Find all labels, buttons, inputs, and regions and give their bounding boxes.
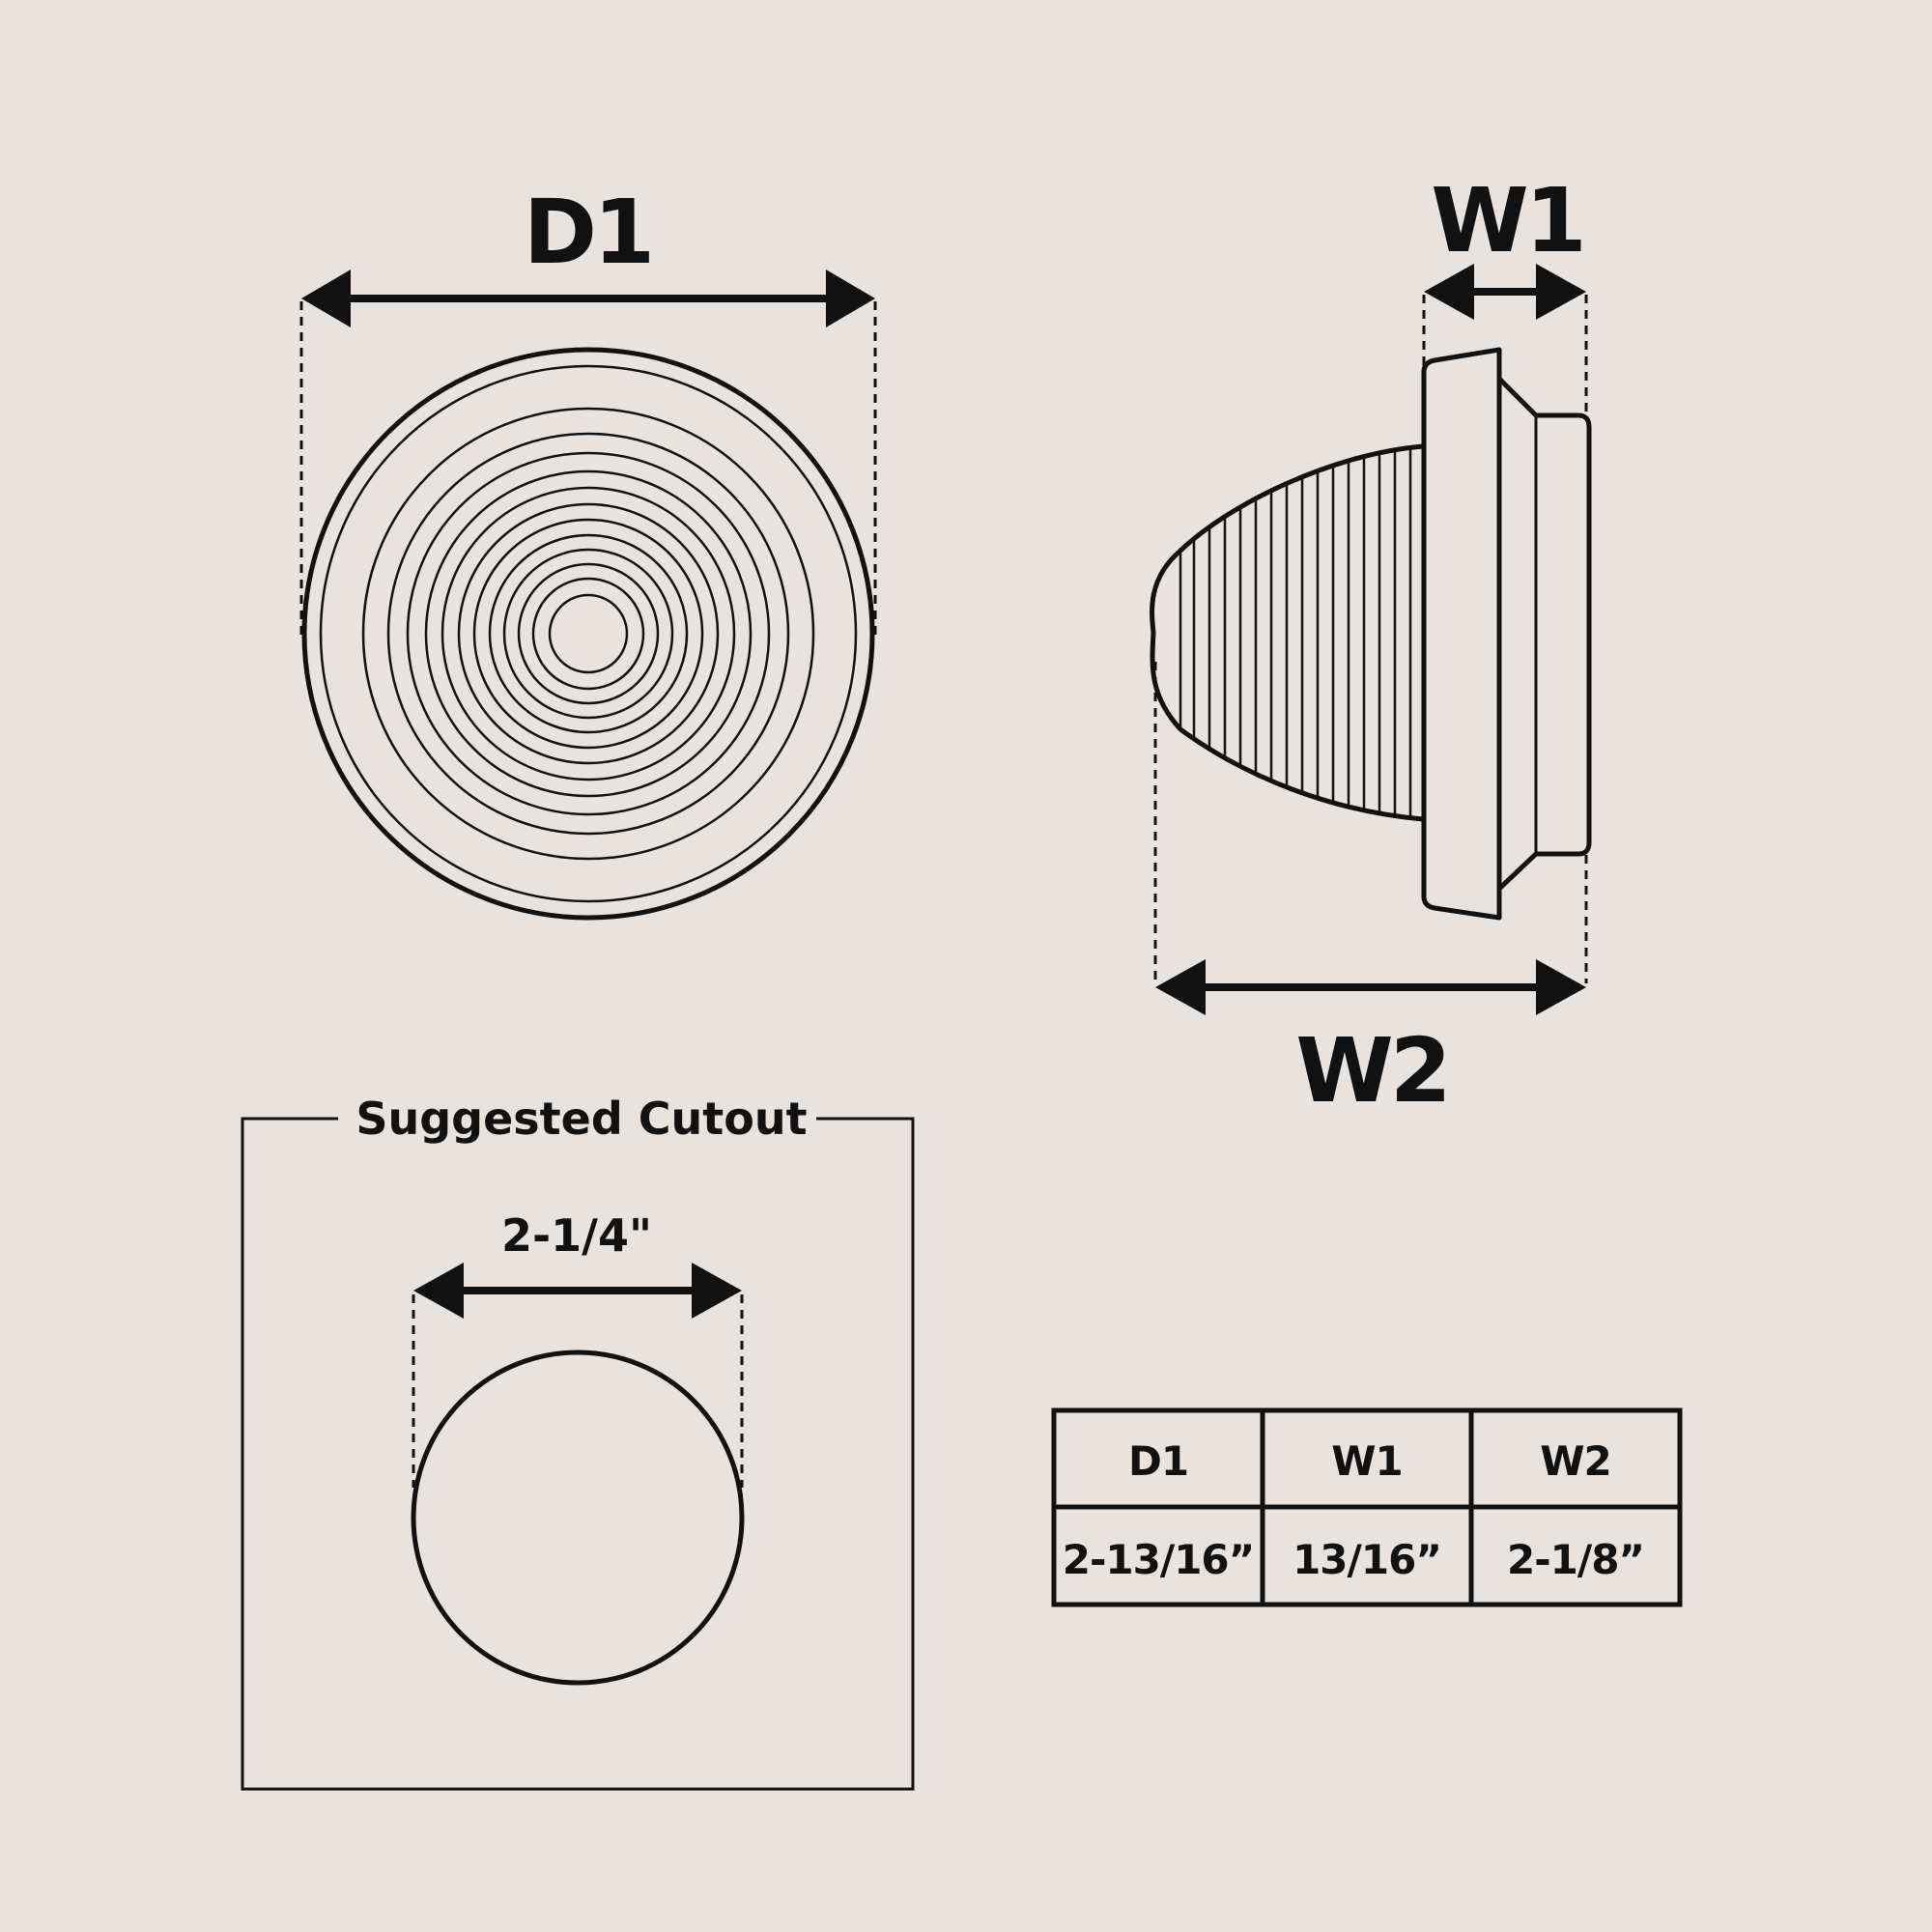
cutout-title: Suggested Cutout	[355, 1093, 807, 1145]
table-value-d1: 2-13/16”	[1063, 1536, 1255, 1583]
lens-circles	[301, 347, 875, 921]
cutout-frame	[241, 1117, 915, 1791]
reflector-dome	[1150, 443, 1424, 822]
front-extension-lines	[299, 301, 877, 638]
table-header-d1: D1	[1128, 1437, 1188, 1485]
table-header-w1: W1	[1331, 1437, 1403, 1485]
cutout-dimension-arrow	[413, 1263, 742, 1319]
table-value-w2: 2-1/8”	[1507, 1536, 1644, 1583]
table-header-w2: W2	[1540, 1437, 1611, 1485]
lamp-flange	[1421, 347, 1502, 921]
cutout-circle	[411, 1350, 745, 1686]
side-top-dimension-arrow	[1424, 264, 1586, 320]
cutout-extension-lines	[412, 1294, 744, 1488]
spec-table: D1 W1 W2 2-13/16” 13/16” 2-1/8”	[1051, 1407, 1683, 1607]
side-bottom-dimension-arrow	[1155, 959, 1586, 1015]
cutout-dimension-label: 2-1/4"	[501, 1209, 652, 1262]
suggested-cutout-panel: Suggested Cutout 2-1/4"	[241, 1093, 915, 1791]
dome-ribs	[1179, 446, 1412, 819]
side-top-extension-lines	[1422, 295, 1588, 415]
side-view: W1	[1150, 169, 1592, 1122]
side-bottom-extension-lines	[1153, 662, 1588, 983]
front-dimension-arrow	[301, 270, 875, 327]
front-view: D1	[299, 181, 877, 921]
lamp-lens-step	[1497, 377, 1592, 891]
side-top-dimension-label: W1	[1431, 169, 1583, 272]
table-value-w1: 13/16”	[1293, 1536, 1441, 1583]
side-bottom-dimension-label: W2	[1295, 1019, 1448, 1122]
front-dimension-label: D1	[524, 181, 651, 284]
